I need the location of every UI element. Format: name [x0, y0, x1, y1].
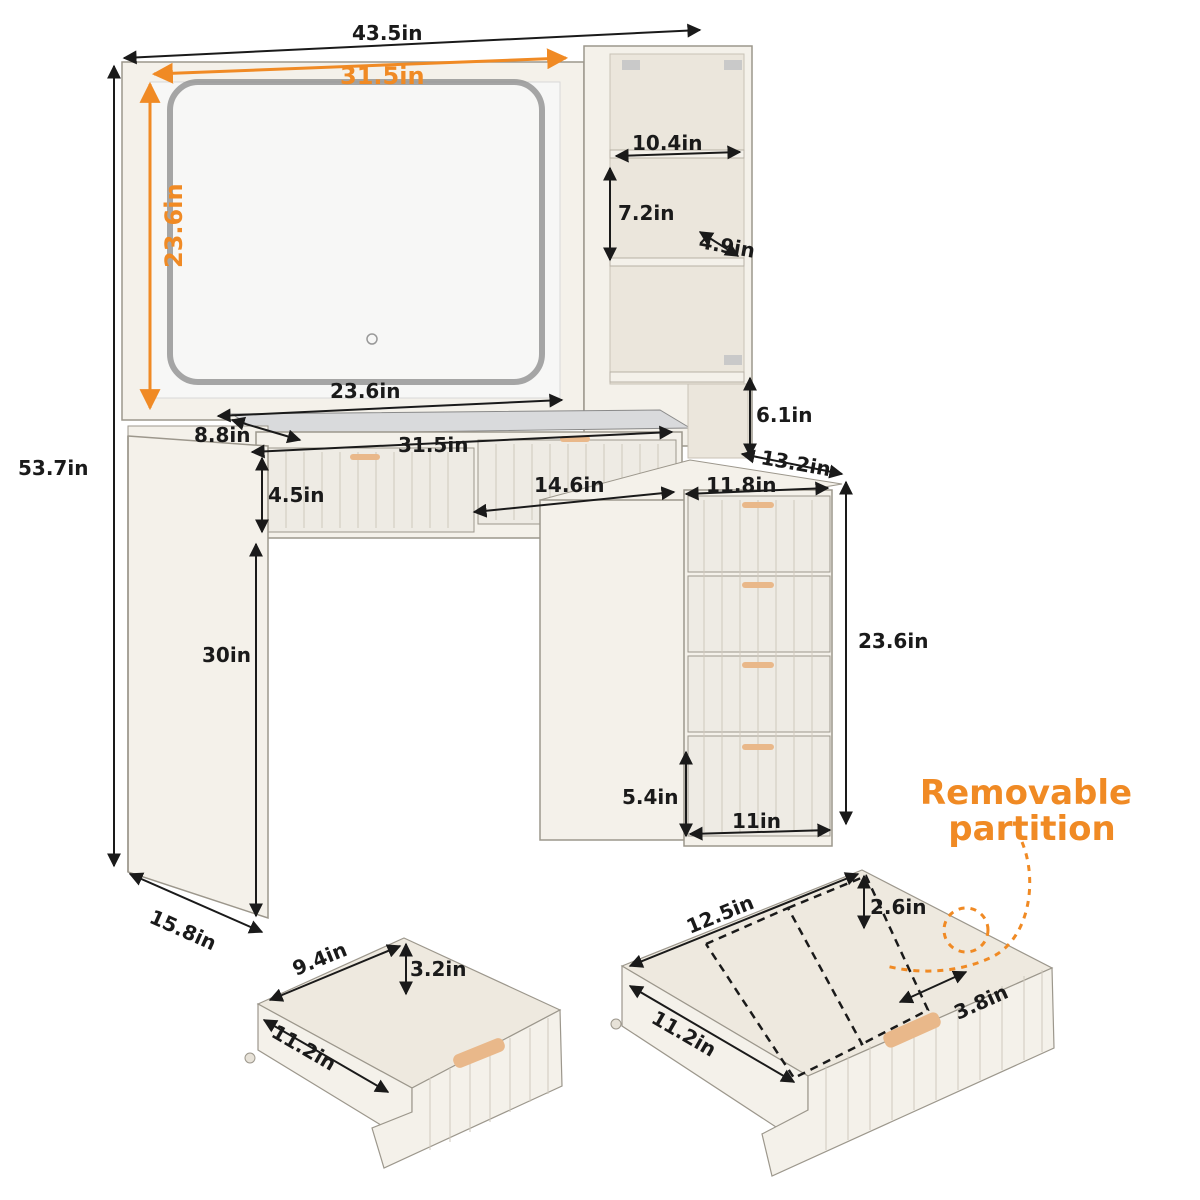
large-drawer-width-line: [628, 872, 860, 968]
cabinet-drawer-3-handle: [742, 662, 774, 668]
side-cabinet-body: [539, 499, 691, 841]
removable-partition-pointer: [885, 841, 1032, 973]
shelf-board-2: [609, 257, 745, 267]
mirror-height-label: 23.6in: [160, 183, 188, 268]
shelf-width-line: [614, 145, 742, 163]
glass-width-line: [216, 393, 564, 423]
side-width-label: 11.8in: [706, 473, 776, 497]
side-gap-label: 6.1in: [756, 403, 813, 427]
overall-height-label: 53.7in: [18, 456, 88, 480]
small-drawer-depth-line: [262, 1019, 390, 1093]
large-drawer-section-line: [898, 970, 968, 1004]
small-drawer-wheel: [244, 1052, 256, 1064]
cabinet-drawer-1: [687, 495, 831, 573]
open-shelf-gap: [687, 383, 749, 459]
drawer-row-width-label: 31.5in: [398, 433, 468, 457]
top-drawer-left-handle: [350, 454, 380, 460]
large-drawer-wheel: [610, 1018, 622, 1030]
large-drawer-front: [761, 967, 1055, 1177]
cabinet-drawer-2-handle: [742, 582, 774, 588]
drawer-height-label: 4.5in: [268, 483, 325, 507]
shelf-depth-line: [698, 231, 740, 257]
cabinet-drawer-1-handle: [742, 502, 774, 508]
shelf-interior: [609, 53, 745, 385]
leg-height-label: 30in: [202, 643, 251, 667]
glass-width-label: 23.6in: [330, 379, 400, 403]
removable-partition-callout: Removable partition: [920, 773, 1132, 849]
bottom-drawer-width-line: [688, 823, 832, 841]
led-mirror: [149, 81, 561, 399]
glass-door-hinge-top-right: [724, 60, 742, 70]
glass-door-hinge-bottom: [724, 355, 742, 365]
shelf-width-label: 10.4in: [632, 131, 702, 155]
cabinet-drawer-3: [687, 655, 831, 733]
callout-line-2: partition: [948, 809, 1115, 849]
cabinet-drawer-4: [687, 735, 831, 837]
cabinet-drawer-2: [687, 575, 831, 653]
side-depth-line: [740, 449, 844, 479]
shelf-board-3: [609, 371, 745, 383]
bottom-drawer-width-label: 11in: [732, 809, 781, 833]
cabinet-height-label: 23.6in: [858, 629, 928, 653]
small-drawer-front: [371, 1009, 563, 1169]
mirror-dimension-lines: [139, 48, 569, 411]
mirror-width-line: [151, 48, 569, 84]
large-drawer-front-flutes: [825, 970, 1043, 1150]
large-drawer-depth-line: [628, 985, 796, 1083]
glass-depth-label: 8.8in: [194, 423, 251, 447]
large-drawer-height-label: 2.6in: [870, 895, 927, 919]
small-drawer-height-label: 3.2in: [410, 957, 467, 981]
callout-line-1: Removable: [920, 773, 1132, 813]
side-width-line: [684, 481, 830, 501]
left-leg-panel: [127, 435, 269, 920]
mirror-width-label: 31.5in: [340, 62, 425, 90]
small-drawer-width-line: [268, 944, 402, 1002]
drawer-row-width-line: [250, 425, 674, 459]
small-drawer-handle: [453, 1038, 505, 1068]
overall-width-label: 43.5in: [352, 21, 422, 45]
cabinet-drawer-4-handle: [742, 744, 774, 750]
drawer-width-line: [472, 486, 676, 518]
small-drawer-front-flutes: [429, 1018, 549, 1150]
dimension-lines: [107, 23, 968, 1093]
bottom-drawer-height-label: 5.4in: [622, 785, 679, 809]
shelf-height-label: 7.2in: [618, 201, 675, 225]
glass-door-hinge-top: [622, 60, 640, 70]
depth-line: [128, 872, 264, 934]
depth-label: 15.8in: [146, 905, 220, 956]
drawer-width-label: 14.6in: [534, 473, 604, 497]
large-drawer-handle: [883, 1012, 941, 1048]
touch-button-icon: [366, 333, 378, 345]
